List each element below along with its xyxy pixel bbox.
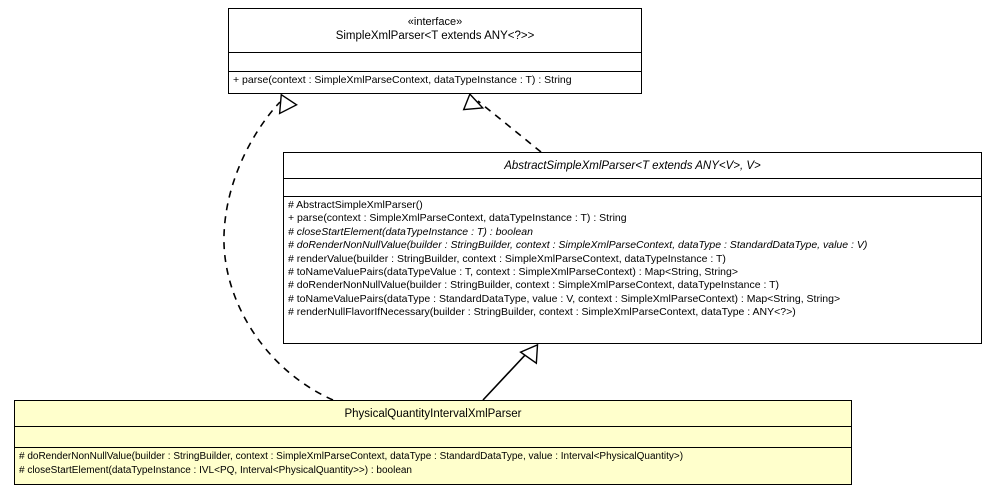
class-attributes-abstract-simple-xml-parser <box>284 179 981 197</box>
operation-item: # closeStartElement(dataTypeInstance : T… <box>288 225 533 238</box>
arrowhead-realization-concrete-to-interface <box>278 93 298 115</box>
class-operations-physical-quantity-interval-xml-parser: # doRenderNonNullValue(builder : StringB… <box>15 448 851 480</box>
operation-item: # closeStartElement(dataTypeInstance : I… <box>19 464 412 476</box>
operation-item: # AbstractSimpleXmlParser() <box>288 199 423 211</box>
operation-item: # toNameValuePairs(dataTypeValue : T, co… <box>288 266 738 279</box>
operation-item: + parse(context : SimpleXmlParseContext,… <box>288 212 627 225</box>
operation-item: # renderNullFlavorIfNecessary(builder : … <box>288 306 796 319</box>
operation-item: + parse(context : SimpleXmlParseContext,… <box>233 74 572 86</box>
class-header-simple-xml-parser: «interface» SimpleXmlParser<T extends AN… <box>229 9 641 53</box>
arrowhead-realization-abstract-to-interface <box>462 92 485 111</box>
class-operations-simple-xml-parser: + parse(context : SimpleXmlParseContext,… <box>229 72 641 90</box>
class-box-physical-quantity-interval-xml-parser[interactable]: PhysicalQuantityIntervalXmlParser # doRe… <box>14 400 852 485</box>
operation-item: # doRenderNonNullValue(builder : StringB… <box>19 451 684 462</box>
class-name-abstract-simple-xml-parser: AbstractSimpleXmlParser<T extends ANY<V>… <box>504 160 761 172</box>
class-header-physical-quantity-interval-xml-parser: PhysicalQuantityIntervalXmlParser <box>15 401 851 427</box>
class-operations-abstract-simple-xml-parser: # AbstractSimpleXmlParser() + parse(cont… <box>284 197 981 323</box>
class-attributes-physical-quantity-interval-xml-parser <box>15 427 851 448</box>
class-box-abstract-simple-xml-parser[interactable]: AbstractSimpleXmlParser<T extends ANY<V>… <box>283 152 982 344</box>
edge-generalization-concrete-to-abstract <box>482 352 528 401</box>
class-name-simple-xml-parser: SimpleXmlParser<T extends ANY<?>> <box>335 30 535 42</box>
class-stereotype-interface: «interface» <box>407 16 463 28</box>
edge-realization-abstract-to-interface <box>477 100 542 153</box>
class-attributes-simple-xml-parser <box>229 53 641 72</box>
class-header-abstract-simple-xml-parser: AbstractSimpleXmlParser<T extends ANY<V>… <box>284 153 981 179</box>
class-box-simple-xml-parser[interactable]: «interface» SimpleXmlParser<T extends AN… <box>228 8 642 94</box>
class-name-physical-quantity-interval-xml-parser: PhysicalQuantityIntervalXmlParser <box>344 408 522 420</box>
operation-item: # renderValue(builder : StringBuilder, c… <box>288 252 726 265</box>
operation-item: # toNameValuePairs(dataType : StandardDa… <box>288 292 841 305</box>
operation-item: # doRenderNonNullValue(builder : StringB… <box>288 239 868 252</box>
operation-item: # doRenderNonNullValue(builder : StringB… <box>288 279 780 292</box>
